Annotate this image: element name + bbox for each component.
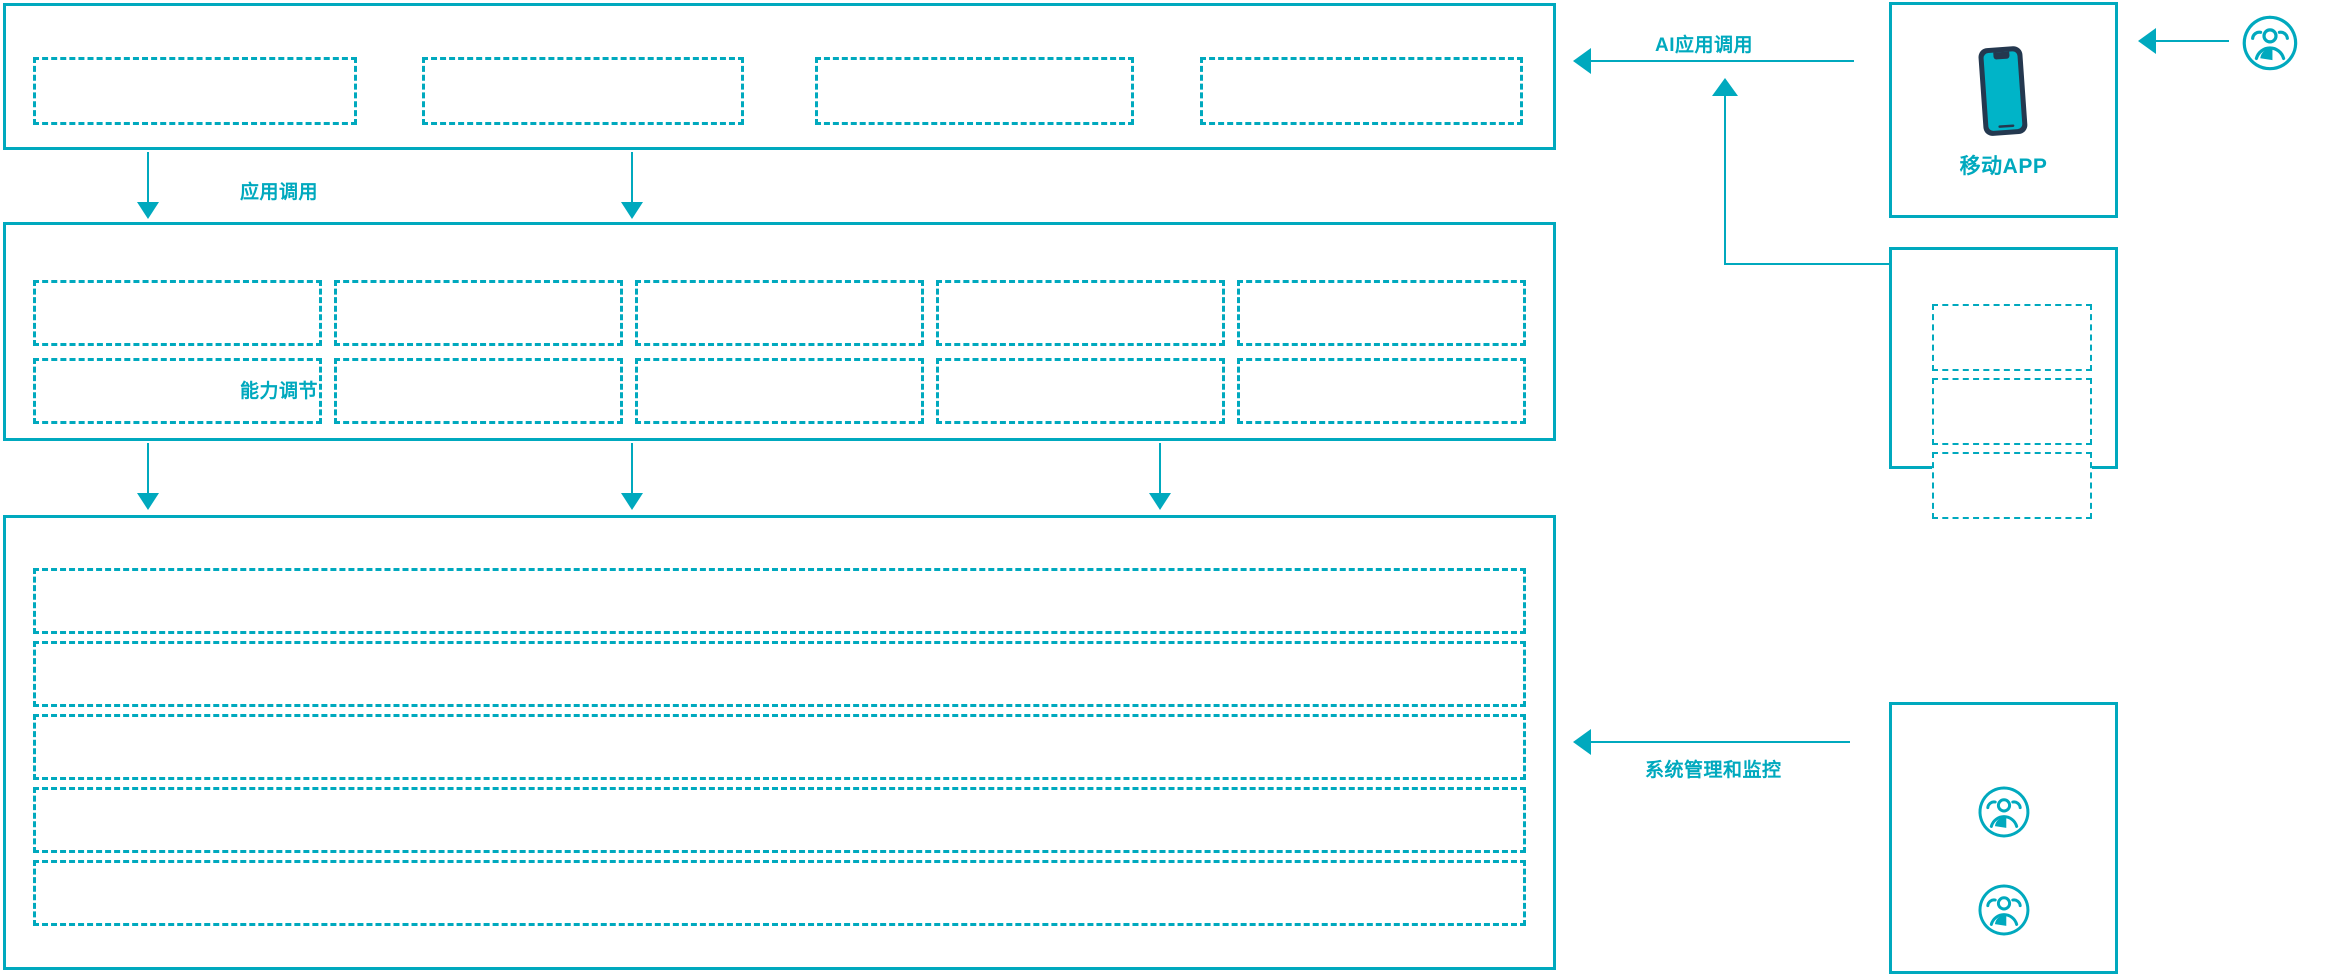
module-stack-to-ai-flow-connector: [1724, 95, 1891, 265]
capability-adjust-arrow-line-3: [1159, 443, 1161, 495]
mobile-app-panel-label: 移动APP: [1959, 155, 2048, 178]
module-stack-to-ai-flow-arrow-head: [1712, 78, 1738, 96]
operations-panel[interactable]: [1889, 702, 2118, 974]
app-invoke-arrow-head-left: [137, 202, 159, 219]
capability-layer-cell-r2c1[interactable]: [33, 358, 322, 424]
capability-layer-cell-r2c2[interactable]: [334, 358, 623, 424]
operations-panel-users-group-icon-2[interactable]: [1976, 881, 2032, 939]
application-layer-cell-4[interactable]: [1200, 57, 1523, 125]
app-invoke-label: 应用调用: [240, 182, 319, 203]
application-layer-cell-3[interactable]: [815, 57, 1134, 125]
app-invoke-arrow-head-right: [621, 202, 643, 219]
capability-adjust-arrow-line-1: [147, 443, 149, 495]
capability-layer-cell-r1c4[interactable]: [936, 280, 1225, 346]
system-manage-monitor-label: 系统管理和监控: [1645, 760, 1782, 781]
app-invoke-arrow-line-left: [147, 152, 149, 204]
ai-app-invoke-label: AI应用调用: [1655, 35, 1754, 56]
capability-adjust-arrow-line-2: [631, 443, 633, 495]
end-user-actor[interactable]: [2240, 12, 2300, 74]
module-stack-panel[interactable]: [1889, 247, 2118, 519]
capability-layer-cell-r1c1[interactable]: [33, 280, 322, 346]
actor-to-app-arrow-line: [2155, 40, 2229, 42]
capability-adjust-arrow-head-2: [621, 493, 643, 510]
system-manage-monitor-arrow-head: [1573, 729, 1591, 755]
application-layer-cell-1[interactable]: [33, 57, 357, 125]
app-invoke-arrow-line-right: [631, 152, 633, 204]
capability-adjust-arrow-head-1: [137, 493, 159, 510]
platform-layer-row-3[interactable]: [33, 714, 1526, 780]
system-manage-monitor-arrow-line: [1590, 741, 1850, 743]
capability-layer-cell-r2c5[interactable]: [1237, 358, 1526, 424]
module-stack-cell-1[interactable]: [1932, 304, 2092, 371]
capability-adjust-label: 能力调节: [240, 381, 319, 402]
capability-layer-cell-r1c2[interactable]: [334, 280, 623, 346]
smartphone-icon: [1973, 43, 2035, 141]
platform-layer-row-2[interactable]: [33, 641, 1526, 707]
mobile-app-panel[interactable]: 移动APP: [1889, 2, 2118, 218]
ai-app-invoke-arrow-head: [1573, 48, 1591, 74]
capability-layer-cell-r2c3[interactable]: [635, 358, 924, 424]
module-stack-cell-3[interactable]: [1932, 452, 2092, 519]
platform-layer-row-4[interactable]: [33, 787, 1526, 853]
module-stack-cell-2[interactable]: [1932, 378, 2092, 445]
capability-layer-cell-r2c4[interactable]: [936, 358, 1225, 424]
ai-app-invoke-arrow-line: [1590, 60, 1854, 62]
operations-panel-users-group-icon-1[interactable]: [1976, 783, 2032, 841]
capability-adjust-arrow-head-3: [1149, 493, 1171, 510]
platform-layer-row-1[interactable]: [33, 568, 1526, 634]
capability-layer-cell-r1c3[interactable]: [635, 280, 924, 346]
capability-layer-cell-r1c5[interactable]: [1237, 280, 1526, 346]
actor-to-app-arrow-head: [2138, 28, 2156, 54]
application-layer-cell-2[interactable]: [422, 57, 744, 125]
platform-layer-row-5[interactable]: [33, 860, 1526, 926]
